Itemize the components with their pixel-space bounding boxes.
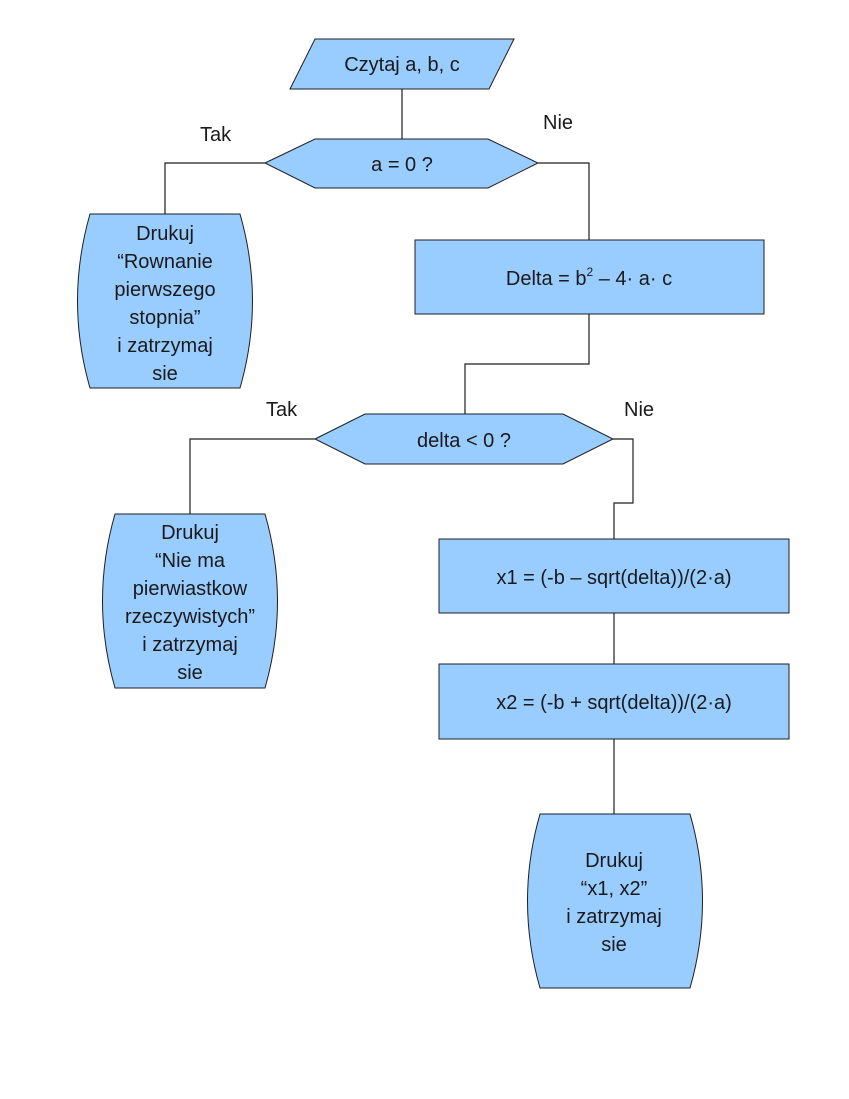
terminal-shape [77,213,253,389]
node-print-no-roots-line-4: rzeczywistych” [125,606,255,628]
edge-decision-a-yes [164,162,265,216]
node-decision-delta: delta < 0 ? [313,413,615,465]
edge-label-delta-no: Nie [624,399,654,421]
node-delta-calc-text: Delta = b2 – 4· a· c [506,265,672,290]
node-print-no-roots-line-5: i zatrzymaj [142,634,238,656]
connectors [164,89,634,814]
delta-suffix: – 4· a· c [593,268,672,290]
node-decision-delta-text: delta < 0 ? [417,430,511,452]
node-print-roots-line-3: i zatrzymaj [566,906,662,928]
node-print-no-roots-line-1: Drukuj [161,522,219,544]
node-decision-a: a = 0 ? [263,138,540,189]
node-print-no-roots-line-3: pierwiastkow [133,578,248,600]
delta-superscript: 2 [587,265,594,279]
node-input-text: Czytaj a, b, c [344,54,460,76]
node-print-linear-line-5: i zatrzymaj [117,335,213,357]
node-print-no-roots-line-2: “Nie ma [155,550,226,572]
node-x1-calc: x1 = (-b – sqrt(delta))/(2·a) [438,538,790,614]
edge-label-a-no: Nie [543,112,573,134]
hexagon-shape [263,138,540,189]
edge-label-delta-yes: Tak [266,399,298,421]
node-print-linear-line-4: stopnia” [129,307,200,329]
edge-delta-to-decision-delta [464,314,590,414]
rectangle-shape [438,538,790,614]
rectangle-shape [438,663,790,740]
hexagon-shape [313,413,615,465]
edge-decision-a-no [538,162,590,240]
node-print-linear-line-3: pierwszego [114,279,215,301]
node-print-no-roots-line-6: sie [177,662,203,684]
node-print-no-roots: Drukuj “Nie ma pierwiastkow rzeczywistyc… [102,513,278,689]
edge-decision-delta-yes [189,438,315,516]
rectangle-shape [414,239,765,315]
node-x1-calc-text: x1 = (-b – sqrt(delta))/(2·a) [496,567,731,589]
edge-decision-delta-no [613,438,634,539]
node-delta-calc: Delta = b2 – 4· a· c [414,239,765,315]
terminal-shape [527,813,703,989]
node-print-linear-line-2: “Rownanie [117,251,213,273]
node-print-roots-line-2: “x1, x2” [581,878,648,900]
node-x2-calc-text: x2 = (-b + sqrt(delta))/(2·a) [496,692,732,714]
edge-label-a-yes: Tak [200,124,232,146]
node-input: Czytaj a, b, c [289,38,515,90]
node-print-linear: Drukuj “Rownanie pierwszego stopnia” i z… [77,213,253,389]
parallelogram-shape [289,38,515,90]
node-print-linear-line-6: sie [152,363,178,385]
node-print-roots-line-1: Drukuj [585,850,643,872]
delta-prefix: Delta = b [506,268,587,290]
node-print-roots-line-4: sie [601,934,627,956]
node-print-roots: Drukuj “x1, x2” i zatrzymaj sie [527,813,703,989]
node-x2-calc: x2 = (-b + sqrt(delta))/(2·a) [438,663,790,740]
node-print-linear-line-1: Drukuj [136,223,194,245]
terminal-shape [102,513,278,689]
node-decision-a-text: a = 0 ? [371,154,433,176]
